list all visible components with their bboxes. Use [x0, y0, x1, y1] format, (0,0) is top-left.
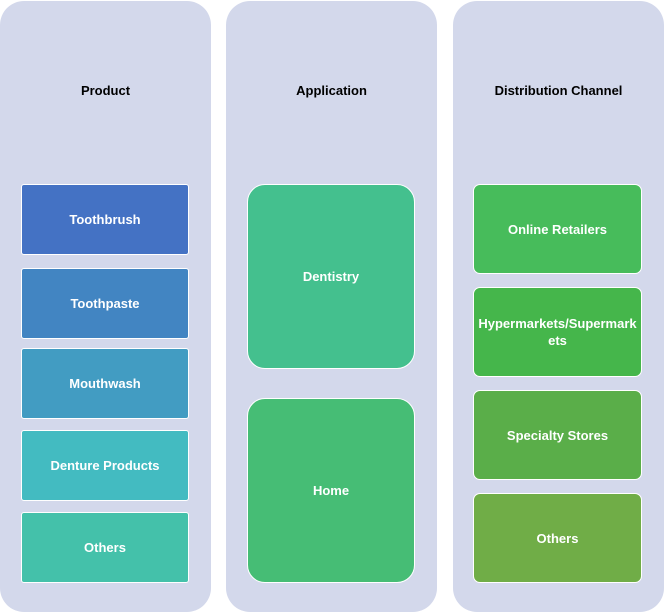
distribution-channel-title: Distribution Channel — [494, 83, 623, 98]
application-title: Application — [296, 83, 367, 98]
application-item-home: Home — [247, 398, 415, 583]
distribution-item-specialty-stores: Specialty Stores — [473, 390, 642, 480]
product-item-toothbrush: Toothbrush — [21, 184, 189, 255]
product-title: Product — [80, 83, 131, 98]
product-item-others: Others — [21, 512, 189, 583]
distribution-channel-panel: Distribution Channel Online Retailers Hy… — [453, 1, 664, 612]
product-item-denture-products: Denture Products — [21, 430, 189, 501]
application-panel: Application Dentistry Home — [226, 1, 437, 612]
product-item-mouthwash: Mouthwash — [21, 348, 189, 419]
distribution-item-online-retailers: Online Retailers — [473, 184, 642, 274]
application-item-dentistry: Dentistry — [247, 184, 415, 369]
distribution-item-hypermarkets-supermarkets: Hypermarkets/Supermarkets — [473, 287, 642, 377]
distribution-item-others: Others — [473, 493, 642, 583]
product-panel: Product Toothbrush Toothpaste Mouthwash … — [0, 1, 211, 612]
product-item-toothpaste: Toothpaste — [21, 268, 189, 339]
